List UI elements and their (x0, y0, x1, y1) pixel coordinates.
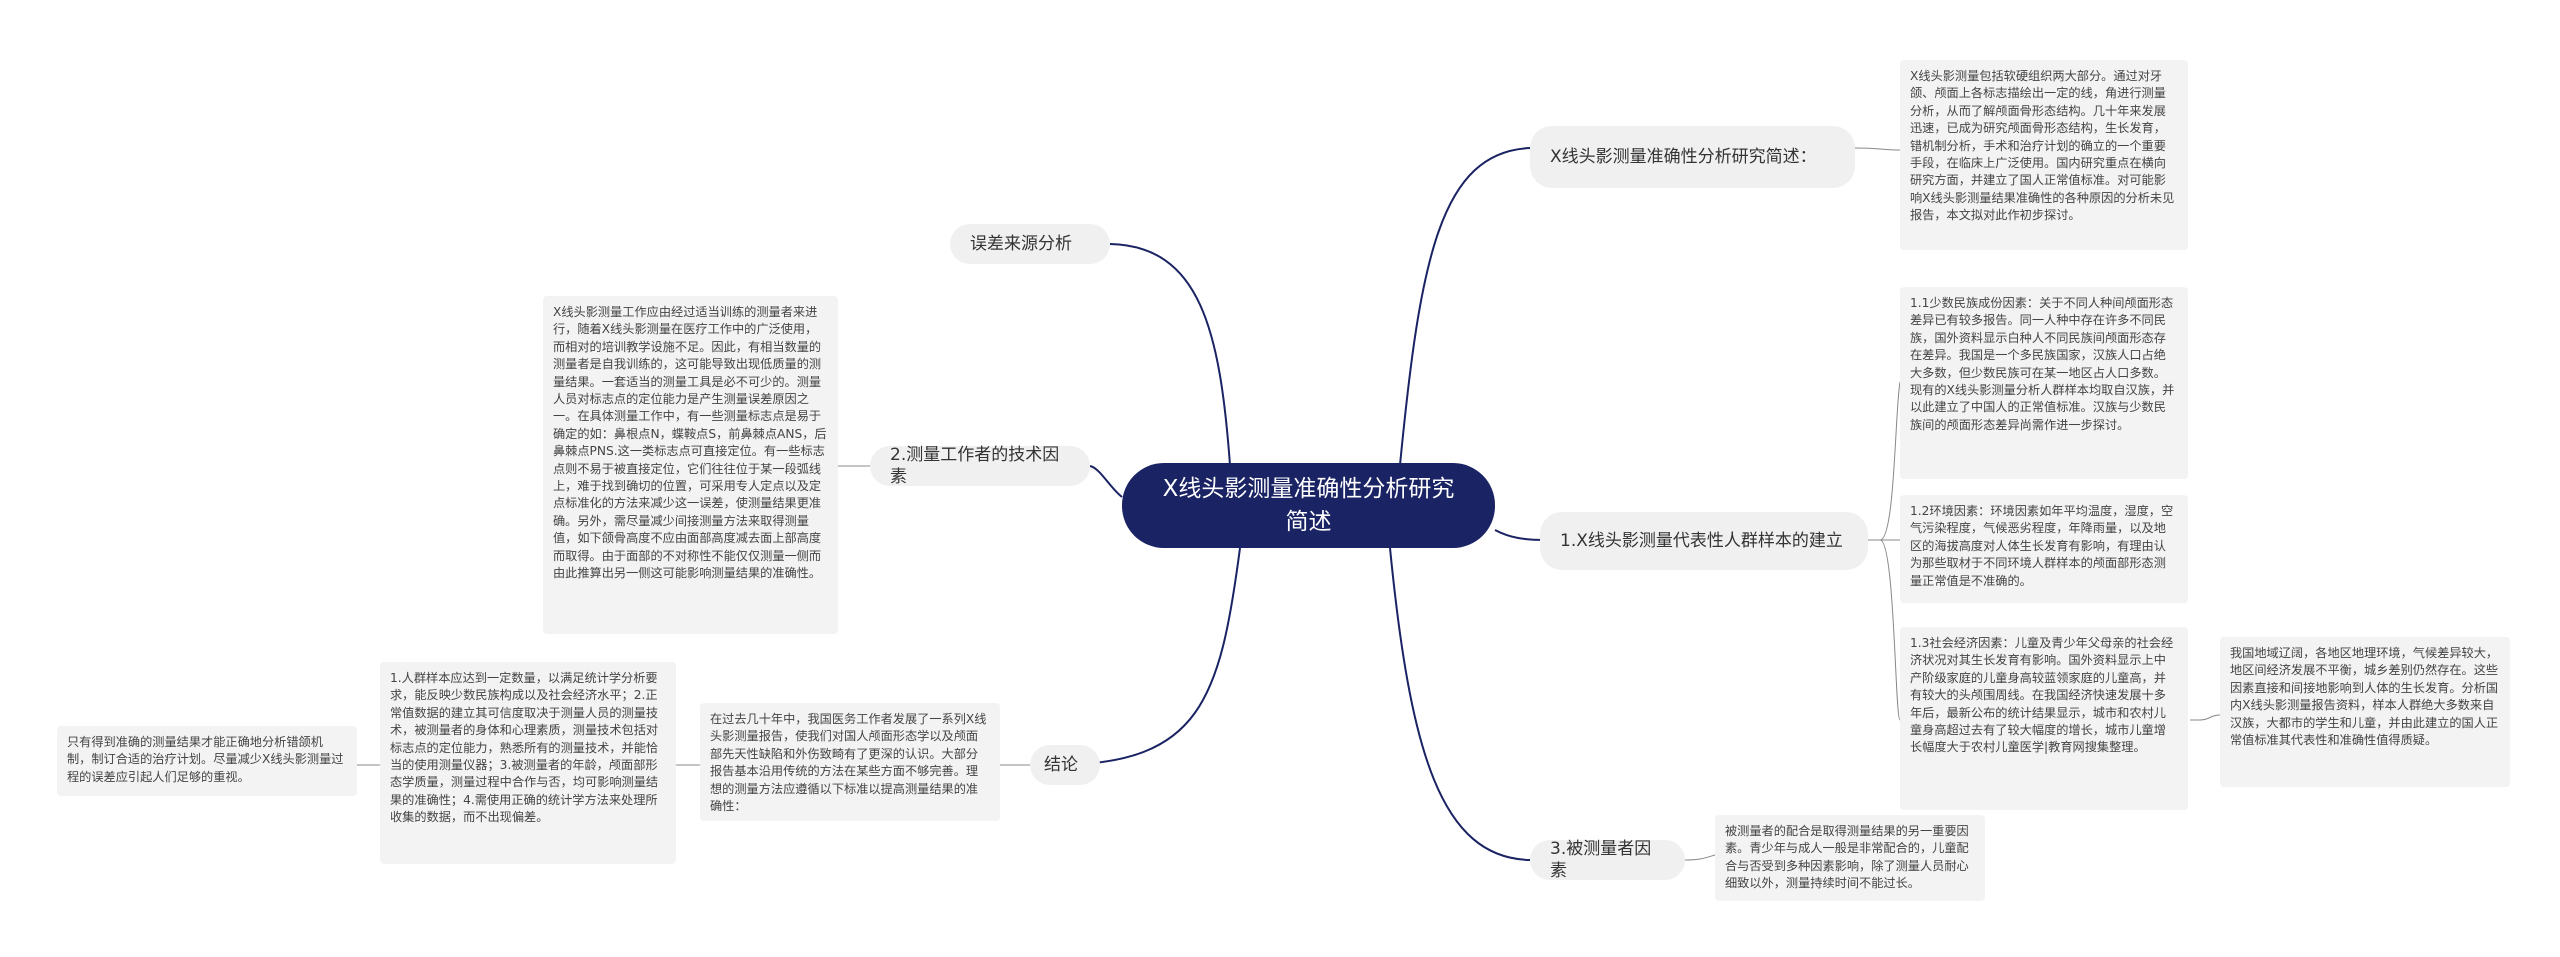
leaf-research-intro-text: X线头影测量包括软硬组织两大部分。通过对牙颌、颅面上各标志描绘出一定的线，角进行… (1900, 60, 2188, 250)
branch-error-source[interactable]: 误差来源分析 (950, 224, 1110, 264)
central-topic[interactable]: X线头影测量准确性分析研究简述 (1122, 463, 1495, 548)
leaf-conclusion-list: 1.人群样本应达到一定数量，以满足统计学分析要求，能反映少数民族构成以及社会经济… (380, 662, 676, 864)
leaf-sample-1-2: 1.2环境因素：环境因素如年平均温度，湿度，空气污染程度，气候恶劣程度，年降雨量… (1900, 495, 2188, 603)
branch-label: 2.测量工作者的技术因素 (890, 445, 1060, 487)
leaf-sample-1-3: 1.3社会经济因素：儿童及青少年父母亲的社会经济状况对其生长发育有影响。国外资料… (1900, 627, 2188, 810)
leaf-subjects-text: 被测量者的配合是取得测量结果的另一重要因素。青少年与成人一般是非常配合的，儿童配… (1715, 815, 1985, 901)
branch-research-intro[interactable]: X线头影测量准确性分析研究简述： (1530, 126, 1855, 188)
link-center-technical (1089, 465, 1123, 498)
branch-sample[interactable]: 1.X线头影测量代表性人群样本的建立 (1540, 512, 1868, 570)
branch-label: X线头影测量准确性分析研究简述： (1550, 147, 1817, 167)
branch-label: 结论 (1044, 755, 1078, 775)
leaf-conclusion-final: 只有得到准确的测量结果才能正确地分析错颌机制，制订合适的治疗计划。尽量减少X线头… (57, 726, 357, 796)
branch-label: 误差来源分析 (970, 234, 1072, 254)
branch-technical[interactable]: 2.测量工作者的技术因素 (870, 445, 1090, 487)
link-center-subjects (1389, 547, 1531, 861)
leaf-conclusion-text: 在过去几十年中，我国医务工作者发展了一系列X线头影测量报告，使我们对国人颅面形态… (700, 703, 1000, 821)
leaf-sample-1-3-detail: 我国地域辽阔，各地区地理环境，气候差异较大，地区间经济发展不平衡，城乡差别仍然存… (2220, 637, 2510, 787)
central-topic-title: X线头影测量准确性分析研究简述 (1162, 475, 1455, 535)
branch-conclusion[interactable]: 结论 (1030, 745, 1100, 785)
link-center-conclusion (1059, 547, 1241, 766)
link-center-research (1399, 147, 1531, 466)
branch-label: 1.X线头影测量代表性人群样本的建立 (1560, 531, 1843, 551)
branch-label: 3.被测量者因素 (1550, 839, 1652, 881)
link-center-error (1109, 243, 1231, 466)
leaf-technical-text: X线头影测量工作应由经过适当训练的测量者来进行，随着X线头影测量在医疗工作中的广… (543, 296, 838, 634)
link-center-sample (1494, 529, 1546, 541)
branch-subjects[interactable]: 3.被测量者因素 (1530, 839, 1685, 881)
leaf-sample-1-1: 1.1少数民族成份因素：关于不同人种间颅面形态差异已有较多报告。同一人种中存在许… (1900, 287, 2188, 479)
